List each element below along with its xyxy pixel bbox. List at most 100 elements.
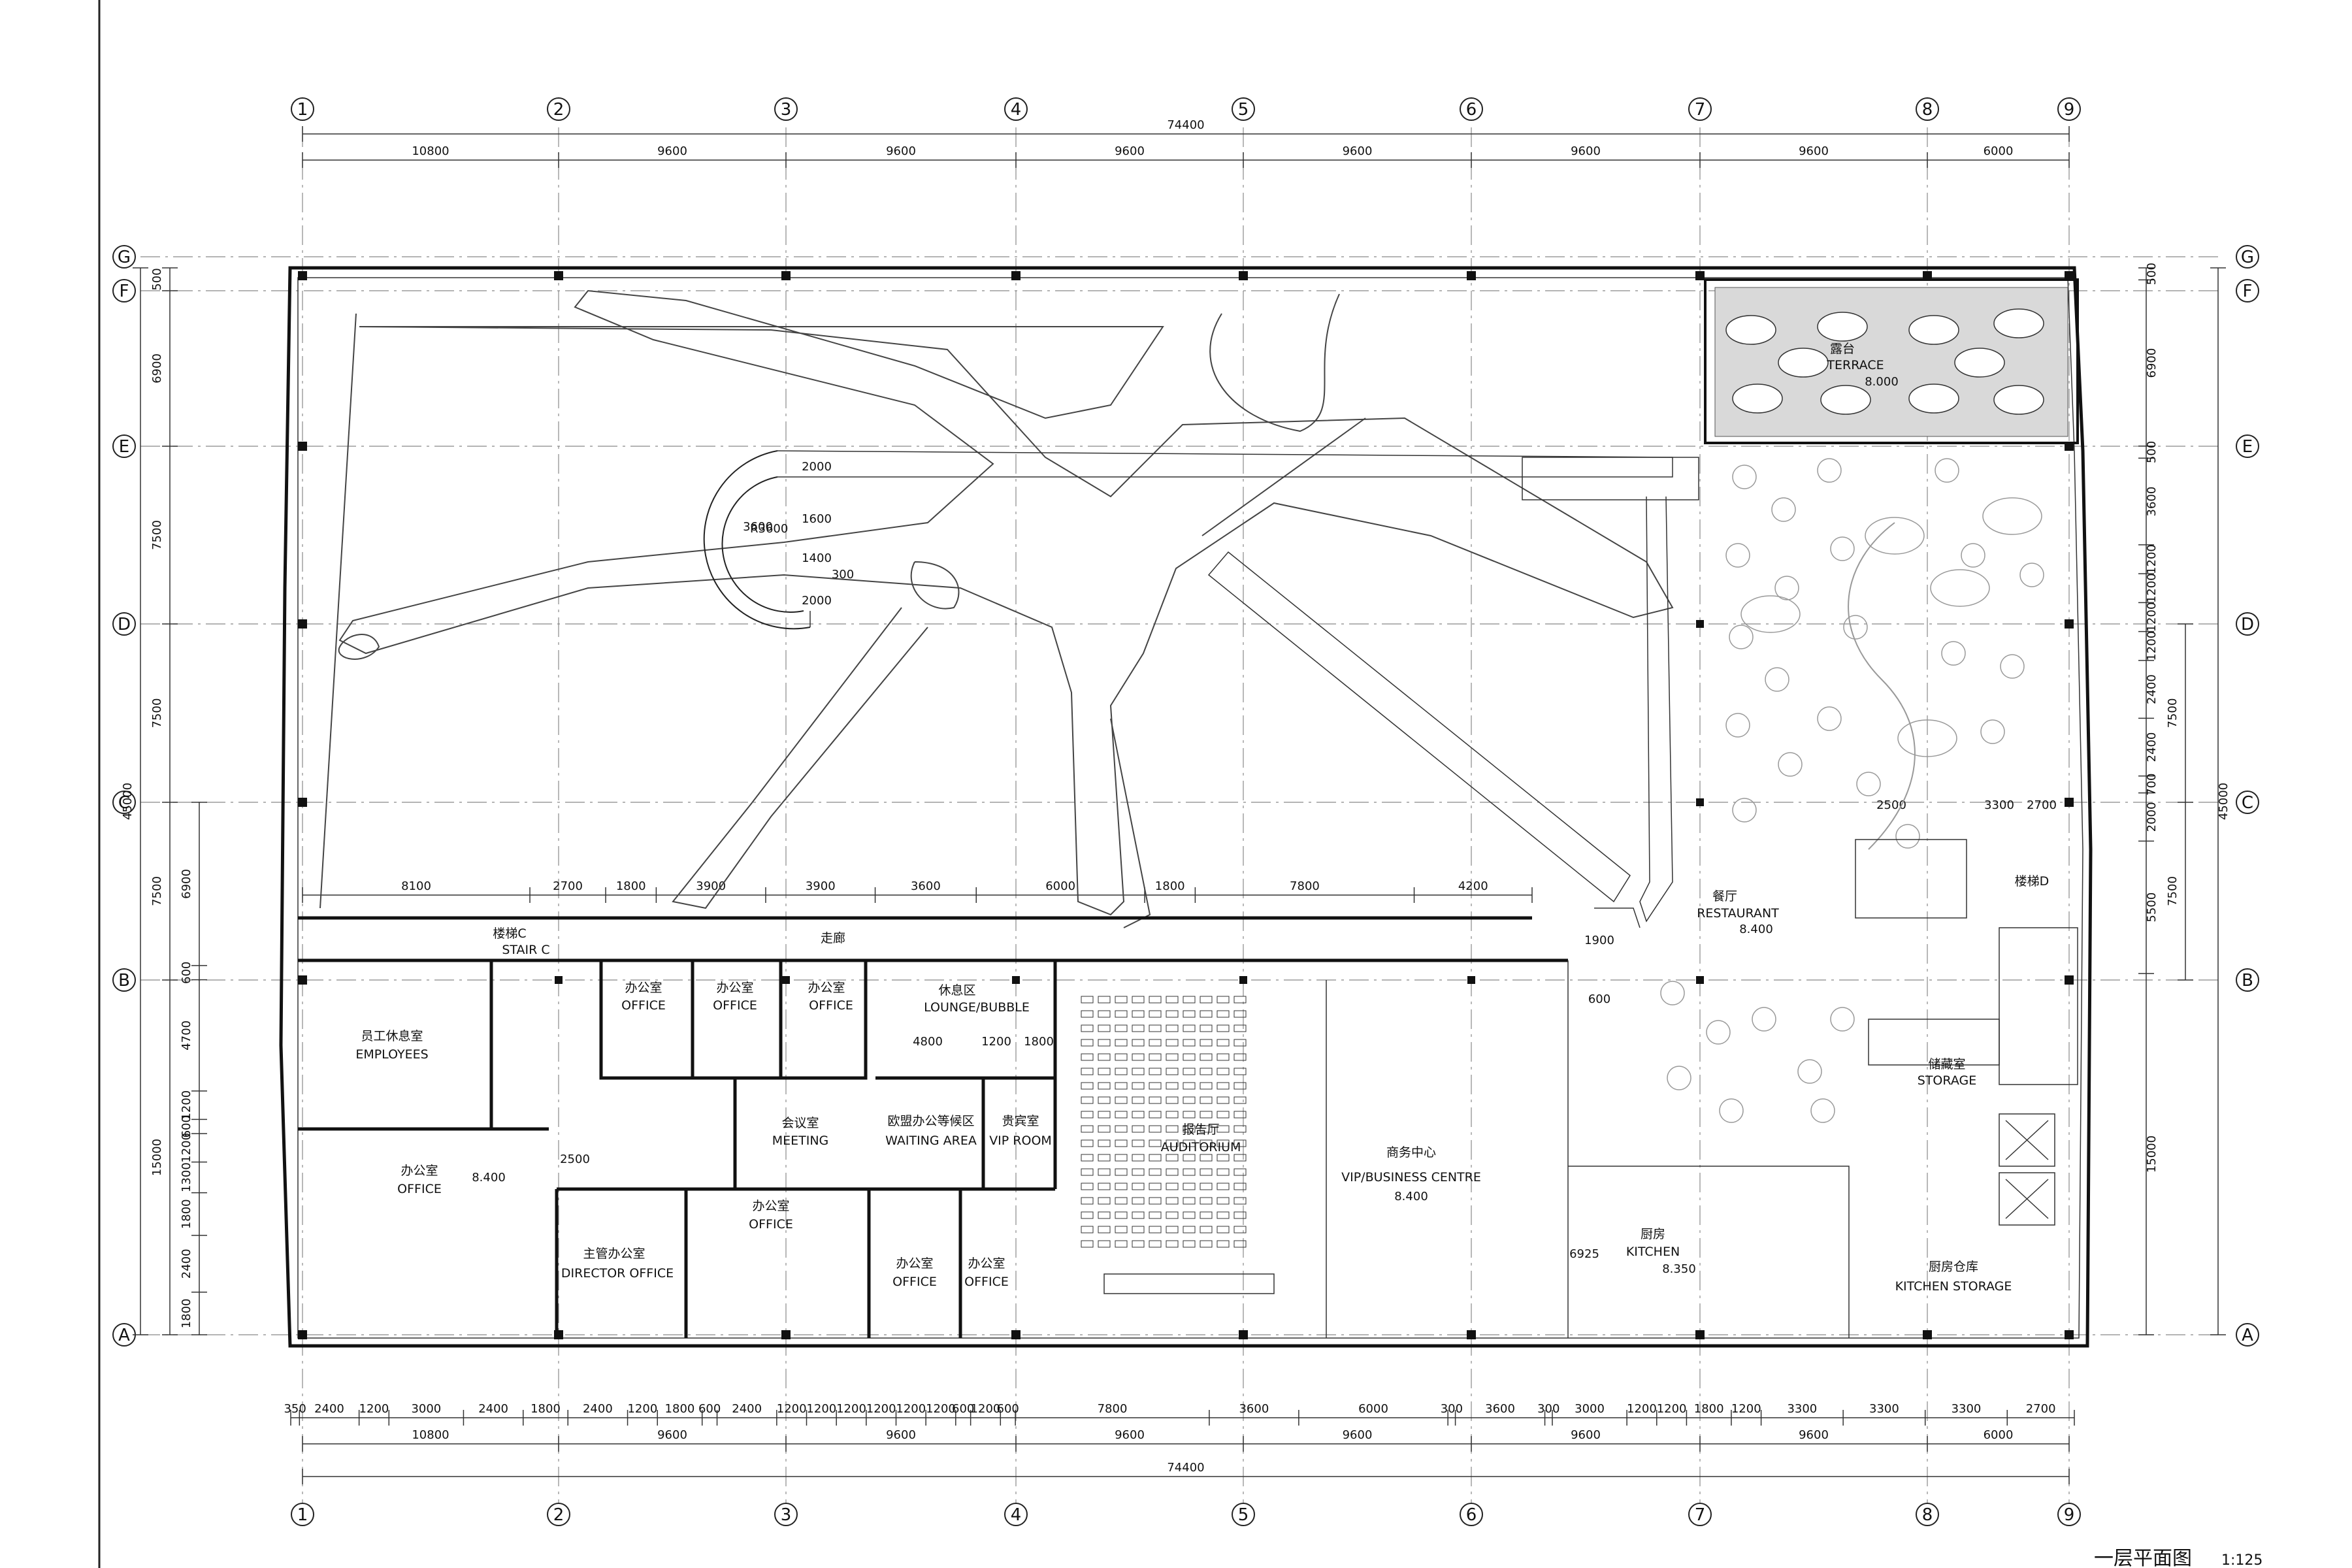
dim-misc-10: 1900	[1584, 934, 1614, 947]
seat-154	[1149, 1211, 1162, 1219]
dim-right-span-label-13: 15000	[2145, 1135, 2159, 1173]
seat-141	[1098, 1197, 1111, 1205]
restaurant-banquette-1	[1865, 517, 1925, 555]
seat-110	[1081, 1154, 1094, 1162]
seat-67	[1200, 1082, 1213, 1090]
seat-149	[1233, 1197, 1247, 1205]
seat-118	[1217, 1154, 1230, 1162]
seat-164	[1149, 1226, 1162, 1233]
seat-172	[1115, 1240, 1128, 1248]
corridor-label: 走廊	[821, 931, 845, 945]
seat-102	[1115, 1139, 1128, 1147]
dim-top-span-label-1: 9600	[657, 144, 687, 158]
dim-left-span-label-3: 7500	[150, 698, 164, 728]
dim-bottom-detail-label-2: 1200	[359, 1402, 389, 1416]
seat-119	[1233, 1154, 1247, 1162]
kitchen-level: 8.350	[1662, 1262, 1696, 1276]
column-row-B-1903	[1239, 976, 1247, 984]
dim-right-span-label-1: 6900	[2145, 348, 2159, 378]
axis-right-F-label: F	[2243, 282, 2253, 301]
restaurant-table-8	[1732, 798, 1757, 823]
seat-136	[1183, 1183, 1196, 1190]
dim-misc-3: 2000	[802, 594, 832, 608]
office2-cn: 办公室	[716, 981, 753, 995]
kitchen-storage-en: KITCHEN STORAGE	[1895, 1279, 2012, 1294]
atrium-stairs	[1207, 457, 1699, 928]
seat-120	[1081, 1168, 1094, 1176]
column-2-top	[554, 271, 563, 280]
terrace-area	[1704, 278, 2079, 444]
axis-top-8-label: 8	[1922, 100, 1933, 120]
axis-left-C-circle	[112, 791, 136, 814]
waiting-en: WAITING AREA	[885, 1134, 977, 1148]
office2-en: OFFICE	[713, 998, 757, 1013]
seat-98	[1217, 1125, 1230, 1133]
dim-bottom-detail-label-34: 2700	[2026, 1402, 2056, 1416]
dim-misc-6: 4800	[913, 1035, 943, 1049]
seat-80	[1081, 1111, 1094, 1119]
employees-cn: 员工休息室	[361, 1029, 423, 1043]
axis-bottom-7-circle	[1688, 1503, 1712, 1526]
service-core	[1855, 839, 2078, 1226]
seat-64	[1149, 1082, 1162, 1090]
office-left-en: OFFICE	[397, 1182, 442, 1196]
restaurant-table-28	[1810, 1098, 1835, 1123]
seat-139	[1233, 1183, 1247, 1190]
seat-138	[1217, 1183, 1230, 1190]
axis-right-G-label: G	[2241, 248, 2254, 267]
axis-top-4-label: 4	[1011, 100, 1022, 120]
column-3-bottom	[781, 1330, 791, 1339]
axis-right-C-circle	[2236, 791, 2259, 814]
column-6-bottom	[1467, 1330, 1476, 1339]
meeting-en: MEETING	[772, 1134, 829, 1148]
seat-74	[1149, 1096, 1162, 1104]
dim-corridor-label-6: 6000	[1045, 879, 1075, 893]
dim-left-span-label-5: 15000	[150, 1139, 164, 1176]
axis-top-4-circle	[1004, 97, 1028, 121]
seat-3	[1132, 996, 1145, 1004]
dim-right-major-label-1: 7500	[2166, 876, 2180, 906]
dim-right-span-label-4: 1200	[2145, 544, 2159, 574]
seat-68	[1217, 1082, 1230, 1090]
dim-corridor-label-9: 4200	[1458, 879, 1488, 893]
seat-97	[1200, 1125, 1213, 1133]
restaurant-table-15	[1935, 458, 1959, 483]
restaurant-table-5	[1765, 667, 1789, 692]
dim-bottom-detail-label-7: 1200	[627, 1402, 657, 1416]
business-level: 8.400	[1394, 1190, 1428, 1203]
seat-75	[1166, 1096, 1179, 1104]
dim-right-major-label-0: 7500	[2166, 698, 2180, 728]
restaurant-table-26	[1797, 1059, 1822, 1084]
dim-bottom-detail-label-22: 6000	[1358, 1402, 1388, 1416]
dim-misc-12: 6925	[1569, 1247, 1599, 1261]
seat-167	[1200, 1226, 1213, 1233]
dim-misc-1: 1600	[802, 512, 832, 526]
seat-128	[1217, 1168, 1230, 1176]
seat-96	[1183, 1125, 1196, 1133]
axis-top-9-circle	[2057, 97, 2081, 121]
seat-108	[1217, 1139, 1230, 1147]
seat-107	[1200, 1139, 1213, 1147]
dim-bottom-span-label-0: 10800	[412, 1428, 449, 1442]
storage-cn: 储藏室	[1928, 1057, 1965, 1071]
restaurant-table-24	[1719, 1098, 1744, 1123]
seat-85	[1166, 1111, 1179, 1119]
seat-103	[1132, 1139, 1145, 1147]
seat-70	[1081, 1096, 1094, 1104]
dim-bottom-detail-label-21: 3600	[1239, 1402, 1269, 1416]
dim-bottom-total-label-0: 74400	[1167, 1461, 1204, 1475]
dim-corridor-label-4: 3900	[806, 879, 836, 893]
column-col7-955	[1696, 620, 1704, 628]
seat-170	[1081, 1240, 1094, 1248]
dim-bottom-detail-label-6: 2400	[583, 1402, 613, 1416]
dim-left-detail-label-8: 2400	[180, 1249, 193, 1279]
dim-bottom-detail-label-31: 3300	[1787, 1402, 1817, 1416]
seat-135	[1166, 1183, 1179, 1190]
seat-24	[1149, 1024, 1162, 1032]
seat-54	[1149, 1068, 1162, 1075]
dim-misc-4: 3600	[743, 520, 773, 534]
lounge-en: LOUNGE/BUBBLE	[924, 1000, 1030, 1015]
office-mid-cn: 办公室	[752, 1199, 789, 1213]
dim-misc-14: 3300	[1984, 798, 2014, 812]
